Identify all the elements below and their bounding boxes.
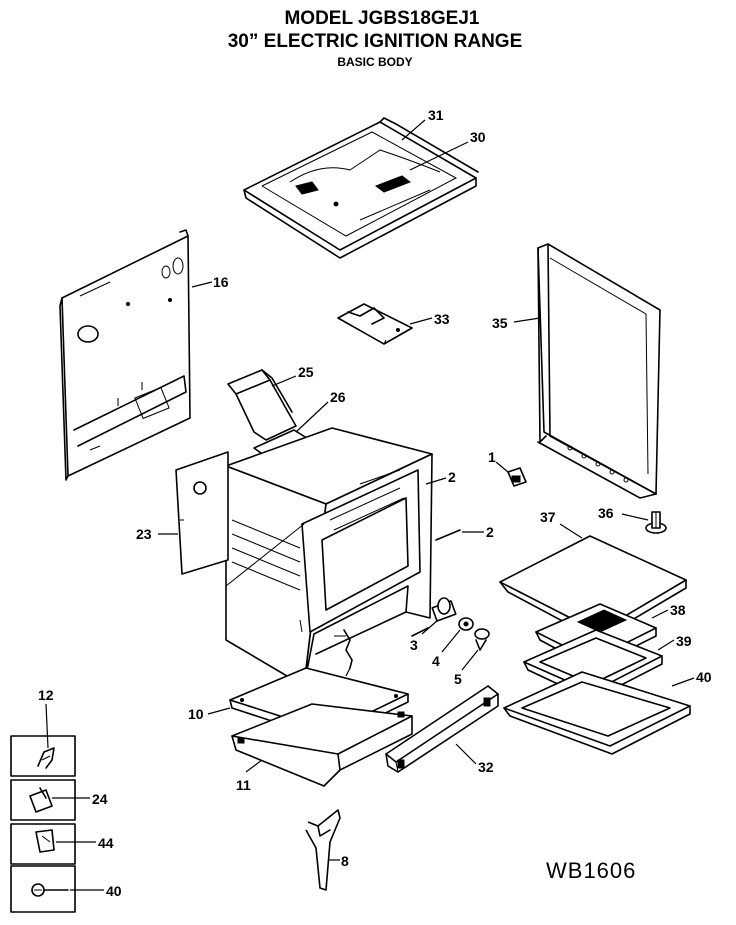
section-title: BASIC BODY <box>337 55 412 69</box>
part-rail <box>385 685 499 773</box>
hardware-box-24 <box>10 779 76 821</box>
hardware-box-40 <box>10 865 76 913</box>
part-rod <box>435 529 461 541</box>
part-switch-body <box>431 597 457 622</box>
callout-31: 31 <box>428 107 444 123</box>
part-leveler <box>305 809 341 891</box>
part-knob-insert <box>474 628 490 651</box>
callout-4: 4 <box>432 653 440 669</box>
model-title: MODEL JGBS18GEJ1 <box>284 8 479 29</box>
part-duct <box>227 369 297 441</box>
callout-10: 10 <box>188 706 204 722</box>
callout-26: 26 <box>330 389 346 405</box>
callout-30: 30 <box>470 129 486 145</box>
callout-39: 39 <box>676 633 692 649</box>
callout-8: 8 <box>341 853 349 869</box>
part-clip <box>334 629 353 669</box>
callout-1: 1 <box>488 449 496 465</box>
callout-24: 24 <box>92 791 108 807</box>
callout-16: 16 <box>213 274 229 290</box>
part-window <box>503 671 691 755</box>
callout-40-screw: 40 <box>106 883 122 899</box>
callout-37: 37 <box>540 509 556 525</box>
part-switch <box>507 467 527 487</box>
hardware-box-12 <box>10 735 76 777</box>
range-title: 30” ELECTRIC IGNITION RANGE <box>228 31 523 52</box>
callout-5: 5 <box>454 671 462 687</box>
callout-33: 33 <box>434 311 450 327</box>
callout-40-window: 40 <box>696 669 712 685</box>
part-knob <box>645 511 667 534</box>
part-drawer-base <box>231 703 413 787</box>
part-back-panel <box>59 229 191 481</box>
part-grommet <box>458 617 474 631</box>
callout-36: 36 <box>598 505 614 521</box>
callout-12: 12 <box>38 687 54 703</box>
callout-25: 25 <box>298 364 314 380</box>
callout-35: 35 <box>492 315 508 331</box>
part-oven-body <box>225 427 433 687</box>
callout-23: 23 <box>136 526 152 542</box>
hardware-box-44 <box>10 823 76 865</box>
callout-2-right: 2 <box>486 524 494 540</box>
part-side-liner <box>175 451 229 575</box>
part-side-panel <box>537 243 661 499</box>
callout-2-top: 2 <box>448 469 456 485</box>
callout-32: 32 <box>478 759 494 775</box>
drawing-code: WB1606 <box>546 858 636 883</box>
callout-38: 38 <box>670 602 686 618</box>
callout-44: 44 <box>98 835 114 851</box>
callout-3: 3 <box>410 637 418 653</box>
part-cooktop <box>243 117 479 259</box>
part-bracket <box>337 303 413 345</box>
callout-11: 11 <box>236 777 251 793</box>
